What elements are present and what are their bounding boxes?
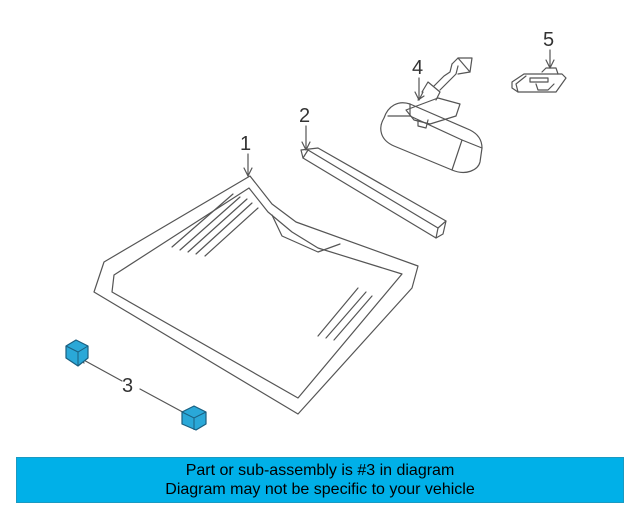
banner-line-2: Diagram may not be specific to your vehi… xyxy=(165,481,475,498)
moulding-part[interactable] xyxy=(300,147,447,239)
callout-5: 5 xyxy=(543,29,554,51)
bracket-part[interactable] xyxy=(511,67,567,93)
info-banner: Part or sub-assembly is #3 in diagram Di… xyxy=(16,457,624,503)
banner-line-1: Part or sub-assembly is #3 in diagram xyxy=(185,462,455,479)
callout-2: 2 xyxy=(299,105,310,127)
clip-part-lower[interactable] xyxy=(181,405,207,431)
callout-3: 3 xyxy=(122,375,133,397)
mirror-part[interactable] xyxy=(380,57,483,174)
clip-part-upper[interactable] xyxy=(65,339,89,367)
callout-4: 4 xyxy=(412,57,423,79)
callout-1: 1 xyxy=(240,133,251,155)
windshield-part[interactable] xyxy=(93,175,419,415)
